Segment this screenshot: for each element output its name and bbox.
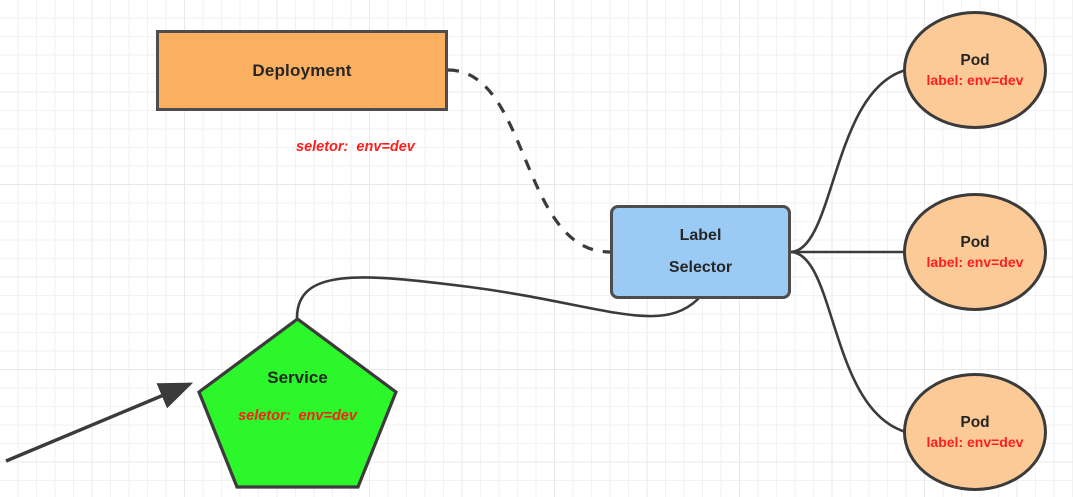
node-deployment[interactable]: Deployment	[156, 30, 448, 111]
deployment-selector-caption: seletor: env=dev	[296, 139, 415, 155]
pod-label-title: Pod	[960, 52, 990, 69]
pod-label-title: Pod	[960, 414, 990, 431]
edge-external-to-service	[5, 382, 194, 463]
service-selector-text: seletor: env=dev	[238, 408, 357, 424]
edge-label-selector-to-pod-3	[789, 250, 908, 434]
label-selector-line-1: Label	[679, 227, 722, 244]
node-label-selector[interactable]: Label Selector	[610, 205, 791, 299]
label-selector-line-2: Selector	[668, 259, 733, 276]
node-pod-3[interactable]: Pod label: env=dev	[903, 373, 1047, 491]
service-label: Service	[267, 368, 328, 387]
edge-label-selector-to-pod-1	[789, 68, 908, 254]
deployment-label: Deployment	[252, 60, 352, 80]
pentagon-shape	[197, 317, 398, 489]
node-pod-2[interactable]: Pod label: env=dev	[903, 193, 1047, 311]
pod-label-selector: label: env=dev	[926, 254, 1024, 270]
pod-label-selector: label: env=dev	[926, 72, 1024, 88]
pod-label-title: Pod	[960, 234, 990, 251]
pod-label-selector: label: env=dev	[926, 434, 1024, 450]
node-pod-1[interactable]: Pod label: env=dev	[903, 11, 1047, 129]
edge-deployment-to-label-selector	[447, 68, 611, 254]
node-service[interactable]: Service seletor: env=dev	[196, 316, 399, 490]
